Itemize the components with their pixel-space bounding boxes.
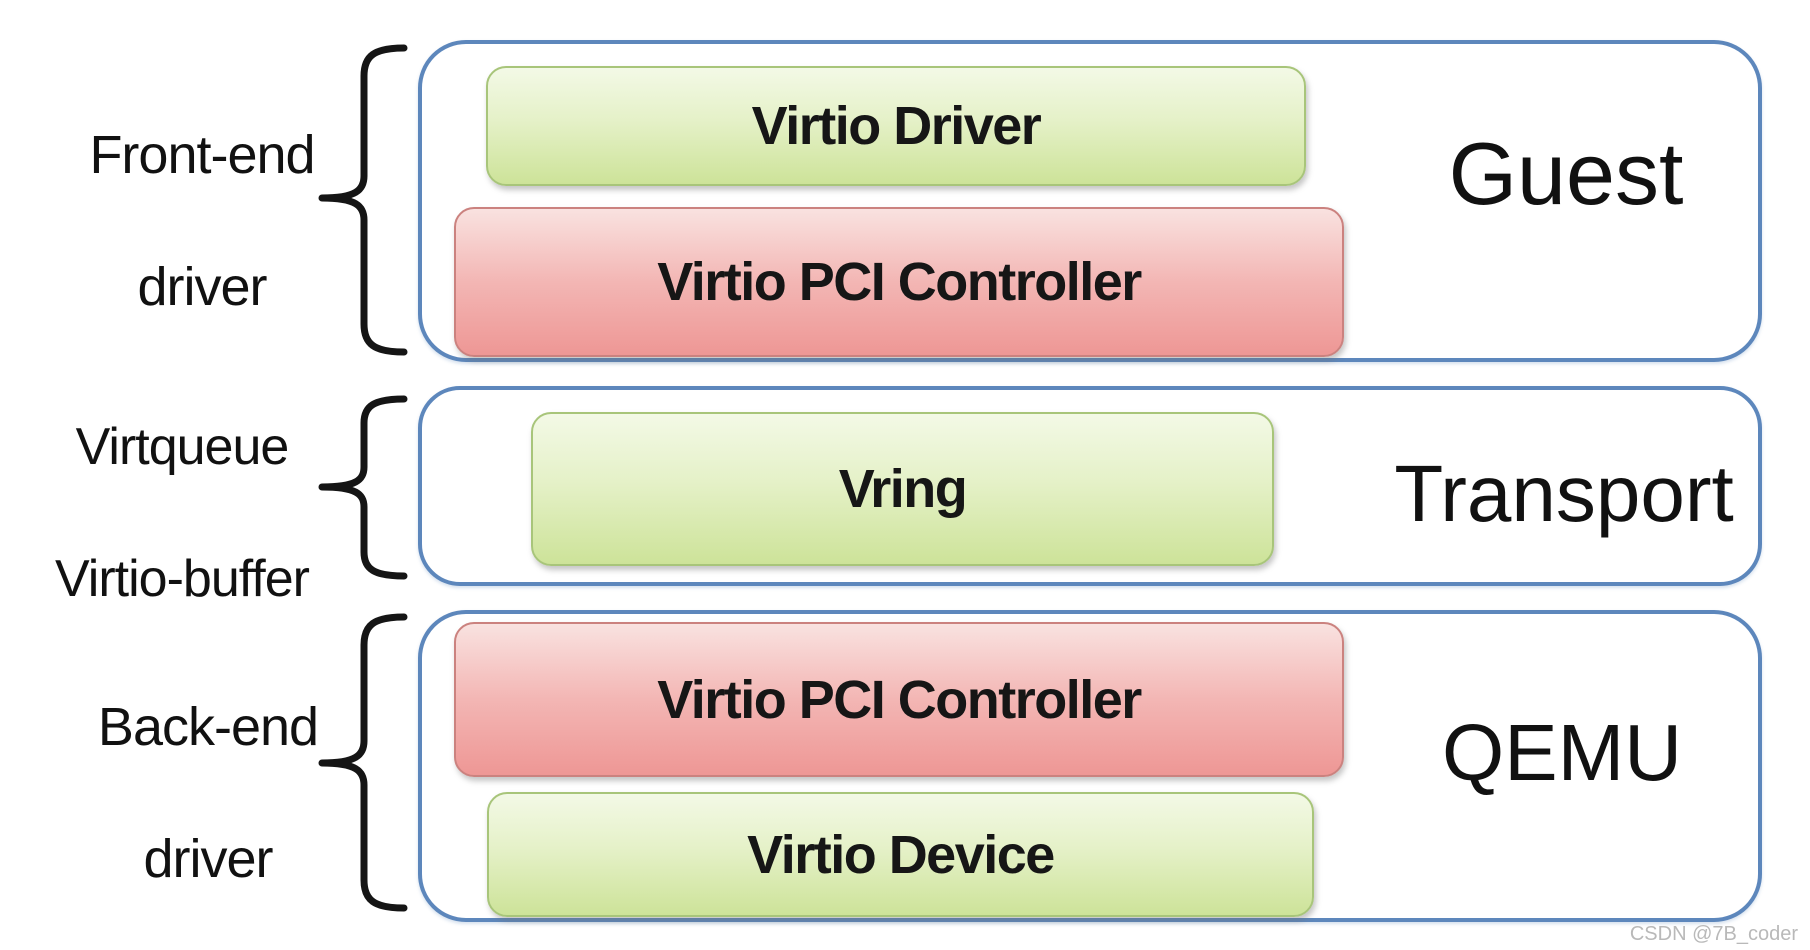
guest-label: Guest [1448, 124, 1684, 223]
front-end-label-line1: Front-end [89, 125, 315, 185]
virtio-pci-controller-guest-box: Virtio PCI Controller [454, 207, 1344, 357]
guest-box: Virtio Driver Virtio PCI Controller Gues… [418, 40, 1762, 362]
vring-label: Vring [838, 459, 968, 519]
virtqueue-label-line1: Virtqueue [75, 418, 290, 476]
transport-label: Transport [1394, 449, 1734, 538]
qemu-box: Virtio PCI Controller Virtio Device QEMU [418, 610, 1762, 922]
vring-box: Vring [531, 412, 1274, 566]
virtio-device-box: Virtio Device [487, 792, 1314, 917]
back-end-driver-label: Back-end driver [28, 694, 388, 892]
front-end-driver-label: Front-end driver [22, 122, 382, 320]
virtio-driver-box: Virtio Driver [486, 66, 1306, 186]
transport-box: Vring Transport [418, 386, 1762, 586]
front-end-label-line2: driver [137, 257, 267, 317]
back-end-brace-icon [318, 613, 408, 912]
virtqueue-virtio-buffer-label: Virtqueue Virtio-buffer [2, 414, 362, 612]
virtio-pci-controller-qemu-label: Virtio PCI Controller [657, 669, 1142, 730]
virtio-pci-controller-guest-label: Virtio PCI Controller [657, 252, 1142, 312]
front-end-brace-icon [318, 44, 408, 356]
virtqueue-label-line2: Virtio-buffer [55, 550, 310, 608]
back-end-label-line1: Back-end [97, 697, 319, 757]
back-end-label-line2: driver [143, 829, 273, 889]
watermark: CSDN @7B_coder [1629, 923, 1798, 945]
virtio-pci-controller-qemu-box: Virtio PCI Controller [454, 622, 1344, 777]
virtqueue-brace-icon [318, 395, 408, 580]
qemu-label: QEMU [1442, 708, 1682, 797]
virtio-driver-label: Virtio Driver [751, 96, 1042, 156]
virtio-device-label: Virtio Device [747, 824, 1055, 885]
